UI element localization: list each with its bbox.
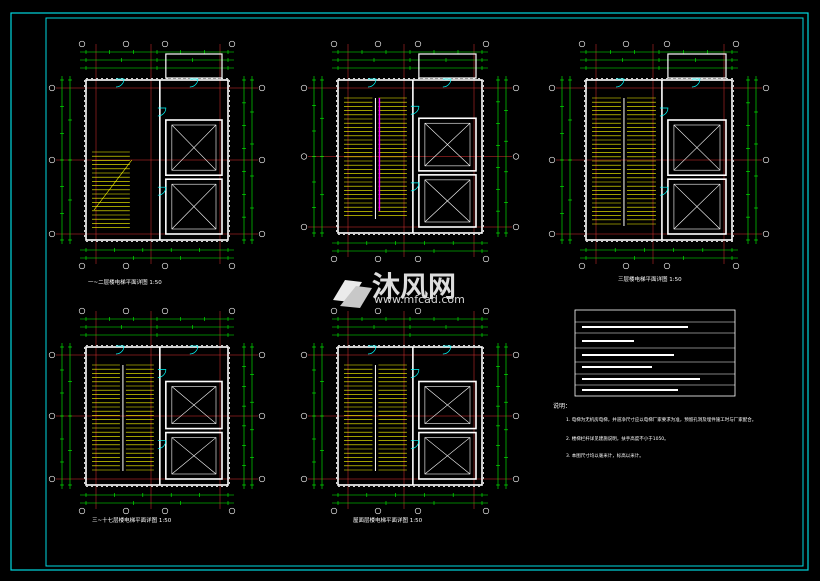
stair-flights — [344, 97, 407, 219]
watermark-title: 沐风网 — [372, 270, 456, 303]
wall-hatch — [584, 78, 734, 242]
axis-bubbles — [300, 40, 520, 263]
axis-lines — [56, 311, 258, 509]
doors — [367, 78, 452, 192]
elevator-shafts — [171, 386, 217, 475]
plan-caption-4: 三~十七层楼电梯平面详图 1:50 — [92, 516, 172, 524]
elevator-shafts — [424, 386, 471, 475]
floor-plan-3 — [548, 40, 770, 270]
elevator-shafts — [673, 124, 721, 230]
watermark: 沐风网 www.mfcad.com — [333, 270, 465, 308]
annex-room — [667, 53, 727, 79]
inner-frame — [45, 17, 804, 567]
floor-plan-1 — [48, 40, 266, 270]
doors — [367, 345, 452, 449]
stair-flights — [92, 364, 154, 471]
wall-hatch — [84, 78, 230, 242]
annex-room — [418, 53, 477, 79]
watermark-url: www.mfcad.com — [374, 293, 465, 306]
axis-bubbles — [48, 40, 266, 270]
floor-plan-5 — [300, 307, 520, 515]
general-notes: 说明： 1. 电梯为无机房电梯，井道净尺寸应以电梯厂家要求为准，预留孔洞及埋件施… — [553, 402, 756, 459]
note-line-3: 3. 本图尺寸均以毫米计，标高以米计。 — [566, 452, 644, 459]
notes-title: 说明： — [553, 402, 571, 410]
stair-flights — [92, 151, 133, 228]
dimension-lines — [60, 50, 254, 260]
dimension-lines — [60, 317, 254, 505]
plan-caption-3: 三层楼电梯平面详图 1:50 — [618, 275, 682, 283]
plan-caption-5: 屋面层楼电梯平面详图 1:50 — [353, 516, 423, 524]
axis-bubbles — [300, 307, 520, 515]
floor-plan-2 — [300, 40, 520, 263]
note-line-2: 2. 楼梯栏杆详见建施说明，扶手高度不小于1050。 — [566, 435, 669, 442]
plan-captions: 一~二层楼电梯平面详图 1:50 三层楼电梯平面详图 1:50 三~十七层楼电梯… — [88, 275, 682, 524]
stair-flights — [344, 364, 407, 471]
axis-bubbles — [548, 40, 770, 270]
annex-room — [165, 53, 223, 79]
notes-table — [574, 309, 736, 397]
axis-bubbles — [48, 307, 266, 515]
dimension-lines — [312, 317, 508, 505]
doors — [115, 78, 199, 196]
watermark-logo-icon — [333, 280, 372, 308]
stair-flights — [592, 97, 656, 226]
elevator-shafts — [424, 122, 471, 223]
wall-hatch — [336, 78, 484, 235]
axis-lines — [308, 311, 512, 509]
outer-frame — [10, 12, 809, 571]
doors — [615, 78, 701, 196]
dimension-lines — [312, 50, 508, 253]
elevator-shafts — [171, 124, 217, 230]
floor-plan-4 — [48, 307, 266, 515]
doors — [115, 345, 199, 449]
plan-caption-1: 一~二层楼电梯平面详图 1:50 — [88, 278, 162, 286]
note-line-1: 1. 电梯为无机房电梯，井道净尺寸应以电梯厂家要求为准，预留孔洞及埋件施工时与厂… — [566, 416, 756, 423]
dimension-lines — [560, 50, 758, 260]
